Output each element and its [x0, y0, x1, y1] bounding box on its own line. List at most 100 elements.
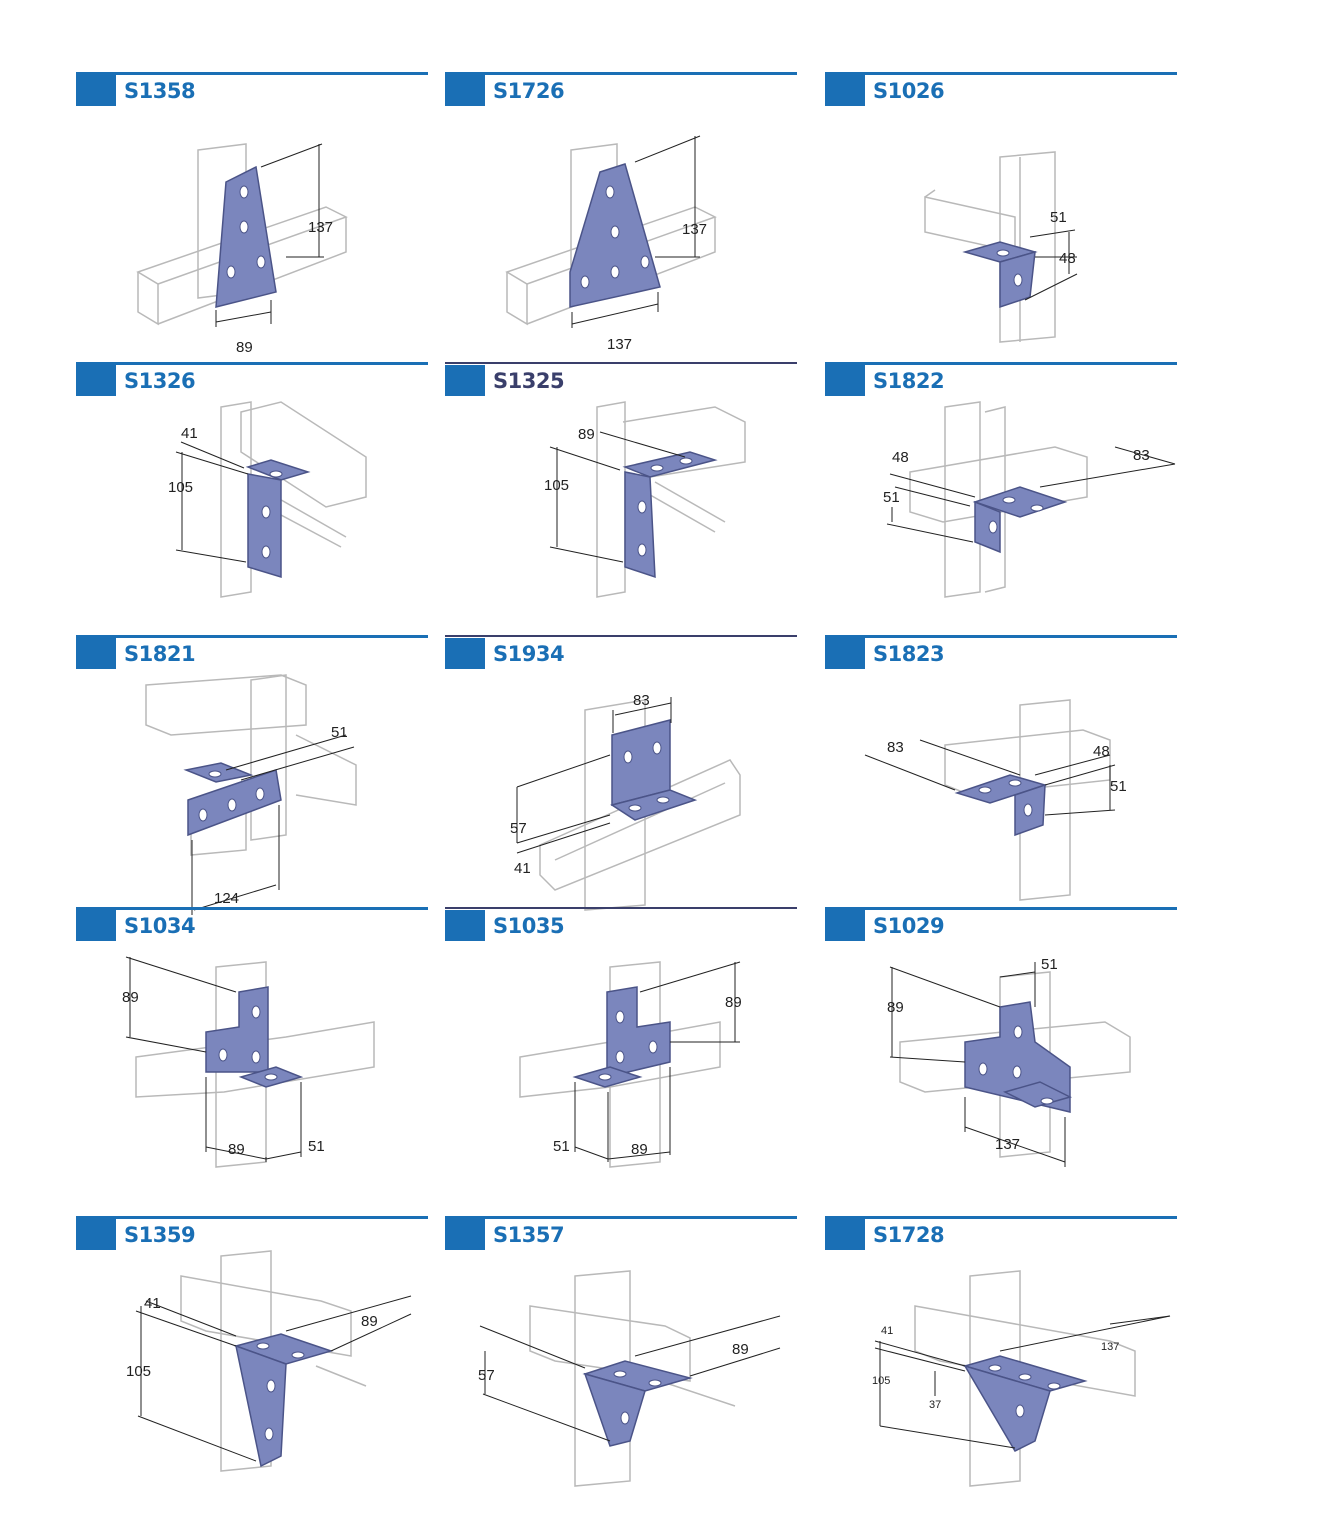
dimension-label: 48 [1059, 250, 1076, 267]
code-marker-block [445, 75, 485, 106]
fitting-diagram: 83 48 51 [864, 699, 1127, 901]
code-marker-block [76, 638, 116, 669]
code-marker-block [445, 1219, 485, 1250]
dimension-label: 48 [1093, 743, 1110, 760]
fitting-diagram: 137 89 [136, 143, 348, 356]
fitting-code: S1026 [873, 79, 945, 103]
dimension-label: 89 [361, 1313, 378, 1330]
fitting-code: S1358 [124, 79, 196, 103]
fitting-diagram: 89 51 137 [887, 956, 1131, 1167]
code-marker-block [76, 1219, 116, 1250]
section-rule [76, 362, 428, 365]
bracket-plate [183, 762, 282, 837]
bracket-plate [954, 774, 1048, 837]
section-rule [825, 362, 1177, 365]
section-rule [445, 362, 797, 364]
fitting-code: S1823 [873, 642, 945, 666]
fitting-code: S1821 [124, 642, 196, 666]
dimension-label: 137 [308, 219, 333, 236]
fitting-code: S1326 [124, 369, 196, 393]
dimension-label: 89 [578, 426, 595, 443]
fitting-diagram: 89 105 [544, 401, 746, 598]
dimension-label: 89 [732, 1341, 749, 1358]
fitting-code: S1034 [124, 914, 196, 938]
dimension-label: 89 [725, 994, 742, 1011]
dimension-label: 137 [995, 1136, 1020, 1153]
fitting-code: S1357 [493, 1223, 565, 1247]
fitting-diagram: 41 105 89 [126, 1250, 412, 1472]
dimension-label: 124 [214, 890, 239, 907]
dimension-label: 41 [181, 425, 198, 442]
section-rule [76, 1216, 428, 1219]
fitting-diagram: 48 51 83 [883, 401, 1176, 598]
dimension-label: 89 [236, 339, 253, 356]
bracket-plate [569, 163, 661, 308]
bracket-plate [962, 1355, 1088, 1452]
code-marker-block [76, 910, 116, 941]
fitting-code: S1934 [493, 642, 565, 666]
bracket-plate [962, 241, 1038, 309]
fitting-diagram: 51 124 [145, 674, 357, 915]
fitting-code: S1359 [124, 1223, 196, 1247]
dimension-label: 57 [478, 1367, 495, 1384]
bracket-plate [610, 719, 698, 821]
dimension-label: 137 [682, 221, 707, 238]
dimension-label: 105 [168, 479, 193, 496]
fitting-diagram: 137 137 [505, 135, 717, 353]
dimension-label: 105 [544, 477, 569, 494]
dimension-label: 48 [892, 449, 909, 466]
code-marker-block [445, 910, 485, 941]
dimension-label: 89 [122, 989, 139, 1006]
code-marker-block [76, 75, 116, 106]
fitting-code: S1822 [873, 369, 945, 393]
section-rule [76, 635, 428, 638]
dimension-label: 41 [514, 860, 531, 877]
bracket-plate [572, 986, 671, 1088]
dimension-label: 51 [553, 1138, 570, 1155]
fitting-diagram: 57 89 [478, 1270, 781, 1487]
dimension-label: 51 [331, 724, 348, 741]
fitting-diagram: 51 48 [924, 151, 1078, 343]
dimension-label: 51 [308, 1138, 325, 1155]
dimension-label: 41 [881, 1325, 893, 1337]
section-rule [76, 72, 428, 75]
fitting-diagram: 41 105 [168, 401, 367, 598]
section-rule [825, 72, 1177, 75]
dimension-label: 89 [631, 1141, 648, 1158]
dimension-label: 41 [144, 1295, 161, 1312]
code-marker-block [825, 1219, 865, 1250]
section-rule [445, 72, 797, 75]
bracket-plate [972, 486, 1068, 554]
bracket-plate [964, 1001, 1073, 1113]
code-marker-block [445, 365, 485, 396]
bracket-plate [233, 1333, 334, 1468]
dimension-label: 51 [1110, 778, 1127, 795]
fitting-diagram: 89 89 51 [122, 956, 375, 1168]
section-rule [445, 1216, 797, 1219]
section-rule [825, 907, 1177, 910]
dimension-label: 83 [887, 739, 904, 756]
fitting-diagram: 89 51 89 [519, 961, 742, 1168]
section-rule [445, 635, 797, 637]
dimension-label: 89 [228, 1141, 245, 1158]
section-rule [445, 907, 797, 909]
dimension-label: 137 [1101, 1341, 1119, 1353]
dimension-label: 105 [872, 1375, 890, 1387]
bracket-plate [205, 986, 304, 1088]
code-marker-block [825, 365, 865, 396]
dimension-label: 51 [883, 489, 900, 506]
fitting-diagram: 41 105 37 137 [872, 1270, 1171, 1487]
dimension-label: 37 [929, 1399, 941, 1411]
dimension-label: 89 [887, 999, 904, 1016]
dimension-label: 137 [607, 336, 632, 353]
code-marker-block [825, 910, 865, 941]
fitting-code: S1325 [493, 369, 565, 393]
fitting-code: S1035 [493, 914, 565, 938]
code-marker-block [445, 638, 485, 669]
code-marker-block [825, 638, 865, 669]
dimension-label: 57 [510, 820, 527, 837]
code-marker-block [825, 75, 865, 106]
dimension-label: 51 [1050, 209, 1067, 226]
fitting-diagram: 83 57 41 [510, 692, 741, 911]
fitting-code: S1726 [493, 79, 565, 103]
